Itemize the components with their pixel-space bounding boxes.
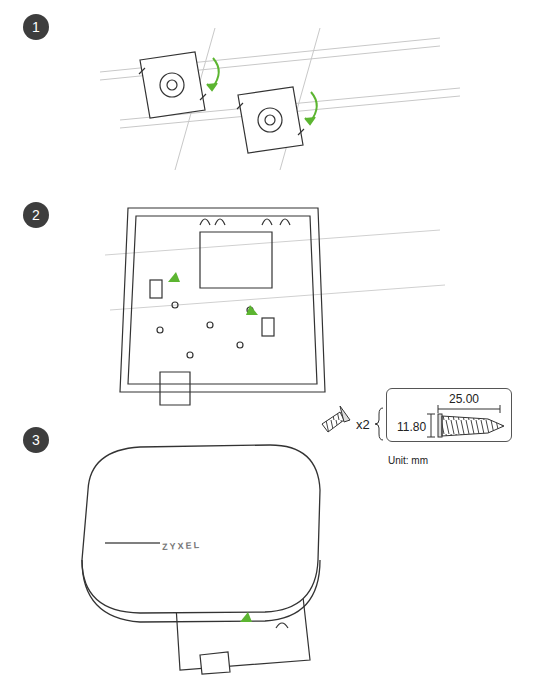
step-number-circle: 1 xyxy=(23,14,49,40)
step-number: 1 xyxy=(32,19,40,35)
screw-dimension xyxy=(427,405,504,437)
dimension-box: 25.00 11.80 xyxy=(386,388,512,442)
ceiling-grid xyxy=(100,28,460,170)
ceiling-grid xyxy=(105,230,445,310)
step-number: 2 xyxy=(32,207,40,223)
mounting-bracket xyxy=(120,208,325,405)
step-number-circle: 3 xyxy=(23,427,49,453)
brand-logo: ZYXEL xyxy=(162,540,201,552)
slide-arrow xyxy=(168,272,258,315)
brace xyxy=(375,408,383,440)
quantity-label: x2 xyxy=(356,417,370,432)
dimension-value: 25.00 xyxy=(449,392,479,406)
screw-icon xyxy=(322,406,350,432)
dimension-value: 11.80 xyxy=(397,420,426,434)
slide-arrow xyxy=(240,612,252,622)
step-number: 3 xyxy=(32,432,40,448)
access-point xyxy=(82,445,320,622)
rotate-arrow xyxy=(207,58,317,124)
unit-note: Unit: mm xyxy=(388,455,428,466)
step-number-circle: 2 xyxy=(23,202,49,228)
ceiling-clip xyxy=(139,52,304,153)
